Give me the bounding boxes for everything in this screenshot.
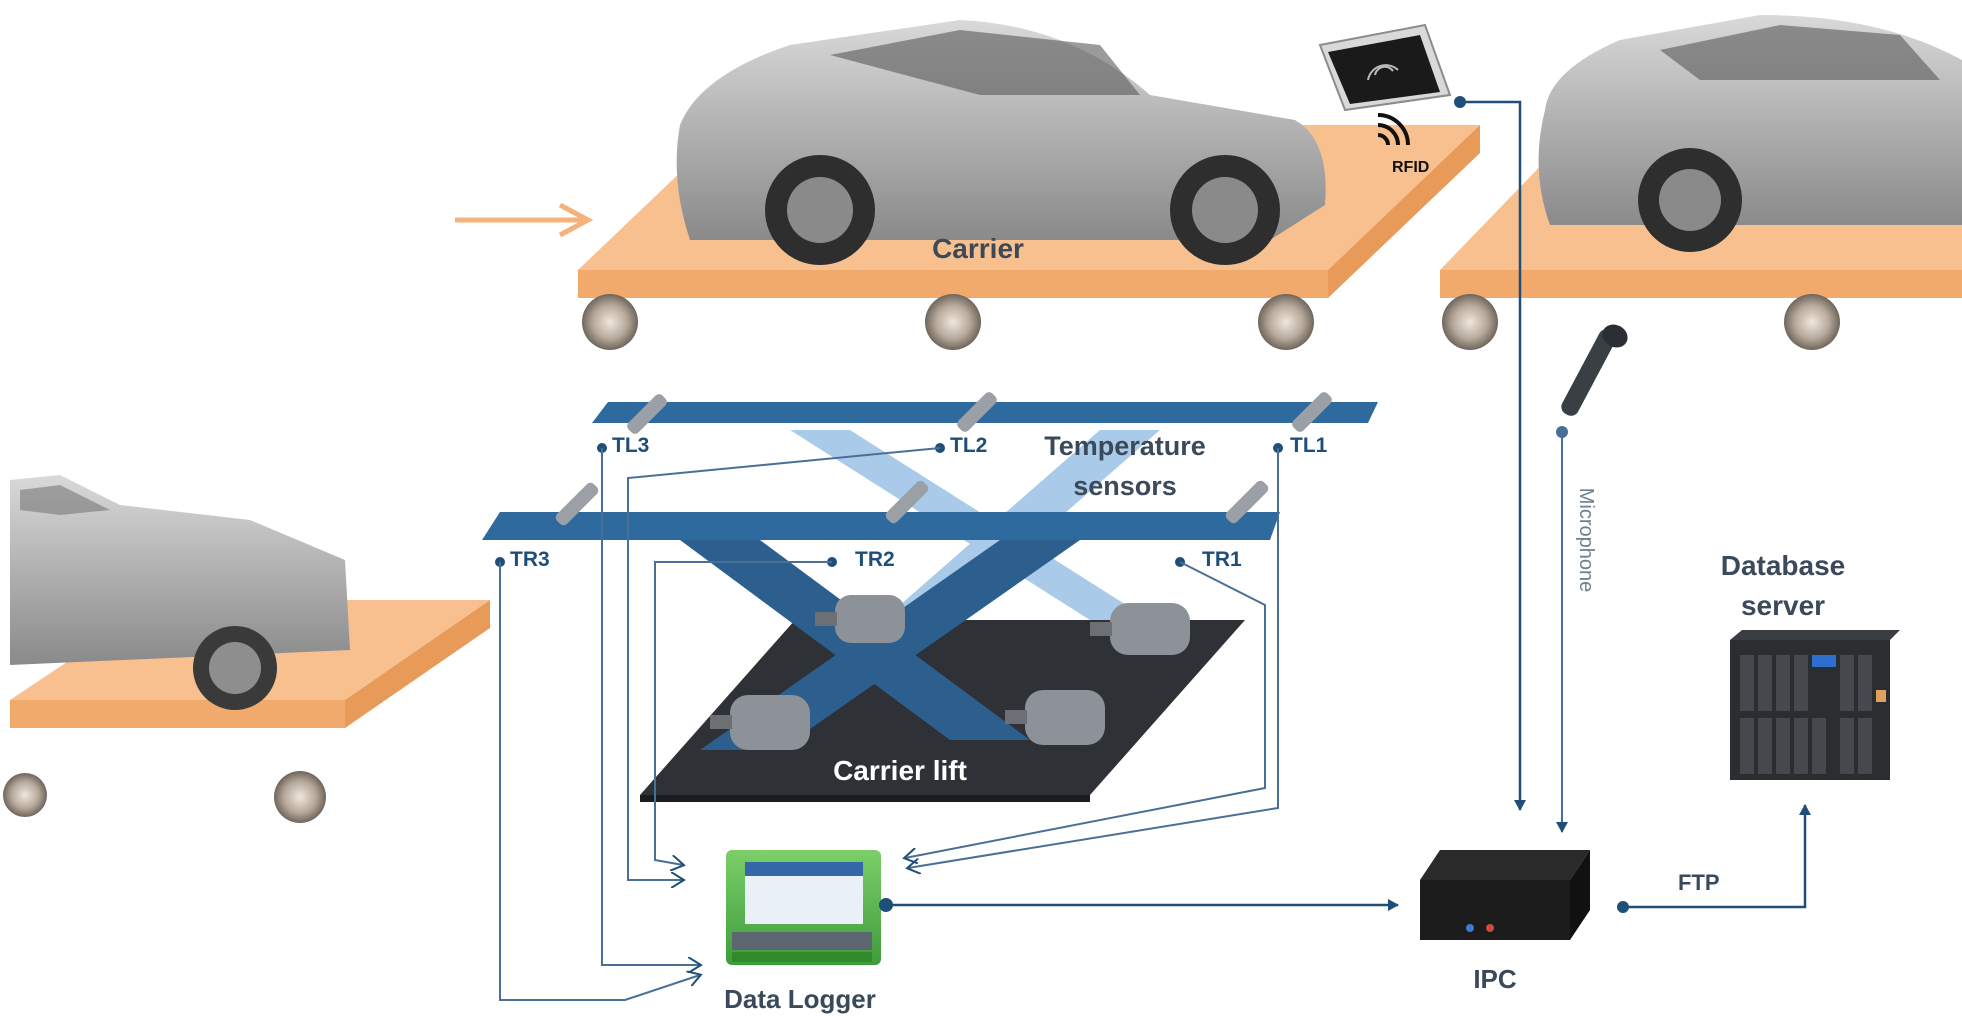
carrier-lift-label: Carrier lift: [833, 755, 967, 786]
left-carrier-wheel: [3, 773, 47, 817]
electric-motor-icon: [1090, 603, 1190, 655]
main-carrier-front: [578, 270, 1328, 298]
left-carrier-side: [345, 600, 490, 728]
main-carrier-side: [1328, 125, 1480, 298]
ftp-label: FTP: [1678, 870, 1720, 895]
temperature-probe-icon: [885, 480, 929, 524]
data-logger-label: Data Logger: [724, 984, 876, 1014]
main-carrier-wheel: [1258, 294, 1314, 350]
left-carrier-front: [10, 700, 345, 728]
wire-tr3: [499, 562, 700, 1001]
main-carrier-wheel: [925, 294, 981, 350]
wire-tr1: [905, 561, 1266, 858]
temperature-sensors-label-line2: sensors: [1073, 471, 1177, 501]
sensor-label-tl1: TL1: [1290, 434, 1328, 457]
temperature-sensors-label-line1: Temperature: [1044, 431, 1206, 461]
car-icon: [1538, 15, 1962, 252]
carrier-label: Carrier: [932, 233, 1024, 264]
sensor-label-tr2: TR2: [855, 548, 895, 571]
electric-motor-icon: [1005, 690, 1105, 745]
right-car-carrier: [1440, 15, 1962, 350]
main-carrier-wheel: [582, 294, 638, 350]
rail-front: [482, 512, 1280, 540]
left-carrier-wheel: [274, 771, 326, 823]
wire-tr2: [654, 561, 832, 865]
temperature-probe-icon: [957, 392, 997, 432]
logger-to-ipc-link: [879, 898, 1399, 912]
ipc-label: IPC: [1473, 964, 1517, 994]
car-icon: [10, 475, 350, 710]
rfid-reader-icon: [1318, 23, 1452, 112]
electric-motor-icon: [815, 595, 905, 643]
electric-motor-icon: [710, 695, 810, 750]
rfid-label: RFID: [1392, 159, 1429, 176]
temperature-probe-icon: [555, 482, 599, 526]
temperature-probe-icon: [1292, 392, 1332, 432]
database-server-label-line2: server: [1741, 590, 1825, 621]
wire-tl3: [601, 448, 700, 965]
left-car-carrier: [3, 475, 490, 823]
rfid-to-ipc-link: [1454, 96, 1526, 811]
right-carrier-wheel: [1784, 294, 1840, 350]
mini-pc-icon: [1420, 850, 1590, 940]
right-carrier-front: [1440, 270, 1962, 298]
temperature-probe-icon: [627, 394, 667, 434]
car-icon: [676, 20, 1326, 265]
microphone-label: Microphone: [1575, 488, 1597, 593]
rfid-waves-icon: [1377, 113, 1410, 146]
ipc-to-db-link: [1617, 804, 1811, 913]
sensor-label-tr3: TR3: [510, 548, 550, 571]
main-car-carrier: Carrier RFID: [578, 20, 1480, 350]
sensor-label-tl2: TL2: [950, 434, 987, 457]
sensor-label-tl3: TL3: [612, 434, 649, 457]
rfid-tag: RFID: [1377, 113, 1429, 176]
nas-server-icon: [1730, 630, 1900, 780]
right-carrier-wheel: [1442, 294, 1498, 350]
database-server-label-line1: Database: [1721, 550, 1846, 581]
temperature-probe-icon: [1225, 480, 1269, 524]
travel-direction-arrow: [455, 202, 594, 238]
data-logger-icon: [726, 850, 881, 965]
wire-tl1: [908, 448, 1279, 868]
microphone-icon: [1561, 324, 1628, 416]
sensor-label-tr1: TR1: [1202, 548, 1242, 571]
microphone-to-ipc-link: [1556, 426, 1568, 833]
wire-tl2: [627, 447, 941, 880]
sensor-wiring: [499, 447, 1279, 1001]
